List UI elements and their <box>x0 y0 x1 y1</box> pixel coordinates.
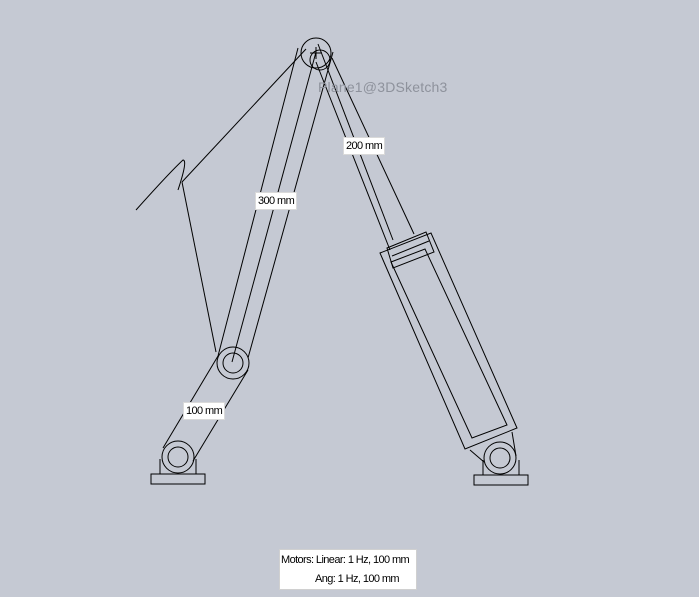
cylinder-rod-cap <box>386 231 435 269</box>
left-base-plate <box>150 473 206 485</box>
middle-joint-outer[interactable] <box>216 346 250 380</box>
trajectory-curve <box>135 159 186 211</box>
rod-link-centerline <box>315 61 391 251</box>
construction-line-tip <box>181 48 307 183</box>
motor-info-box: Motors: Linear: 1 Hz, 100 mm Ang: 1 Hz, … <box>279 549 417 590</box>
left-base-pivot-outer[interactable] <box>161 440 195 474</box>
right-base-pivot-inner[interactable] <box>489 447 511 469</box>
dimension-200mm[interactable]: 200 mm <box>343 137 386 155</box>
motor-linear-text: Motors: Linear: 1 Hz, 100 mm <box>281 554 410 566</box>
motor-angular-text: Ang: 1 Hz, 100 mm <box>315 573 400 585</box>
construction-line-lower <box>181 181 217 353</box>
dimension-100mm[interactable]: 100 mm <box>183 402 226 420</box>
cylinder-rod-line <box>391 240 430 257</box>
cylinder-mount-left <box>469 449 485 463</box>
top-pivot-outer[interactable] <box>300 37 332 69</box>
middle-joint-inner[interactable] <box>222 352 244 374</box>
right-base-plate <box>473 474 529 486</box>
right-base-pivot-outer[interactable] <box>483 441 517 475</box>
top-pivot-inner[interactable] <box>309 49 331 71</box>
sketch-plane-label[interactable]: Plane1@3DSketch3 <box>318 79 448 95</box>
left-base-pivot-inner[interactable] <box>167 446 189 468</box>
dimension-300mm[interactable]: 300 mm <box>255 192 298 210</box>
cylinder-body-outer <box>379 232 518 450</box>
cylinder-body-inner <box>390 248 508 439</box>
